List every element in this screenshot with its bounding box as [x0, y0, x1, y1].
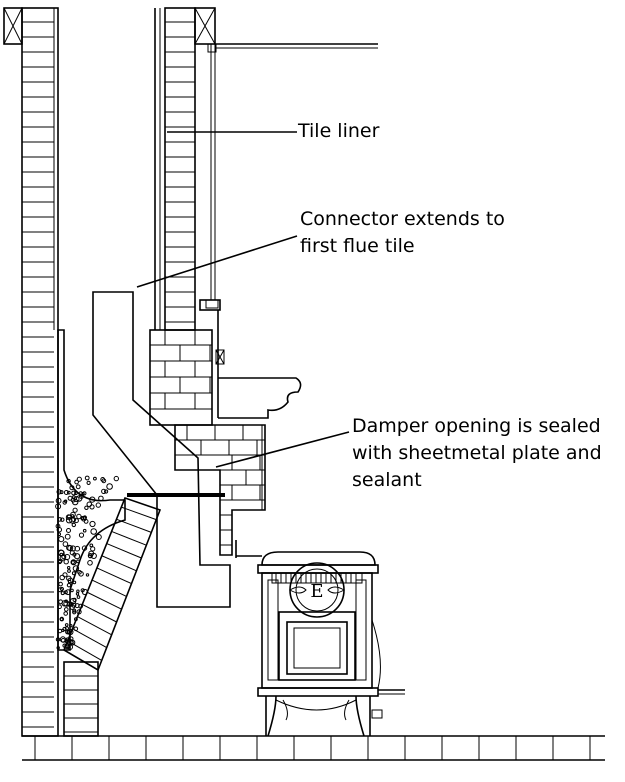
damper-label-line-2: with sheetmetal plate and — [352, 442, 602, 464]
rubble-fill — [55, 329, 126, 651]
stove-emblem: E — [310, 581, 323, 602]
leader-lines — [136, 131, 350, 468]
connector-label-line-1: Connector extends to — [300, 208, 505, 230]
flue-tile-liner — [154, 7, 378, 331]
fireplace-face — [149, 299, 302, 558]
left-chimney-wall — [3, 7, 59, 737]
damper-label-line-1: Damper opening is sealed — [352, 415, 601, 437]
damper-label-line-3: sealant — [352, 469, 422, 491]
firebox-back-wall — [63, 496, 162, 737]
floor — [22, 735, 605, 761]
stove-connector — [92, 291, 231, 608]
connector-label-line-2: first flue tile — [300, 235, 415, 257]
damper-sealing-plate — [127, 493, 225, 497]
wood-stove — [257, 551, 405, 737]
tile-liner-label: Tile liner — [298, 120, 380, 142]
